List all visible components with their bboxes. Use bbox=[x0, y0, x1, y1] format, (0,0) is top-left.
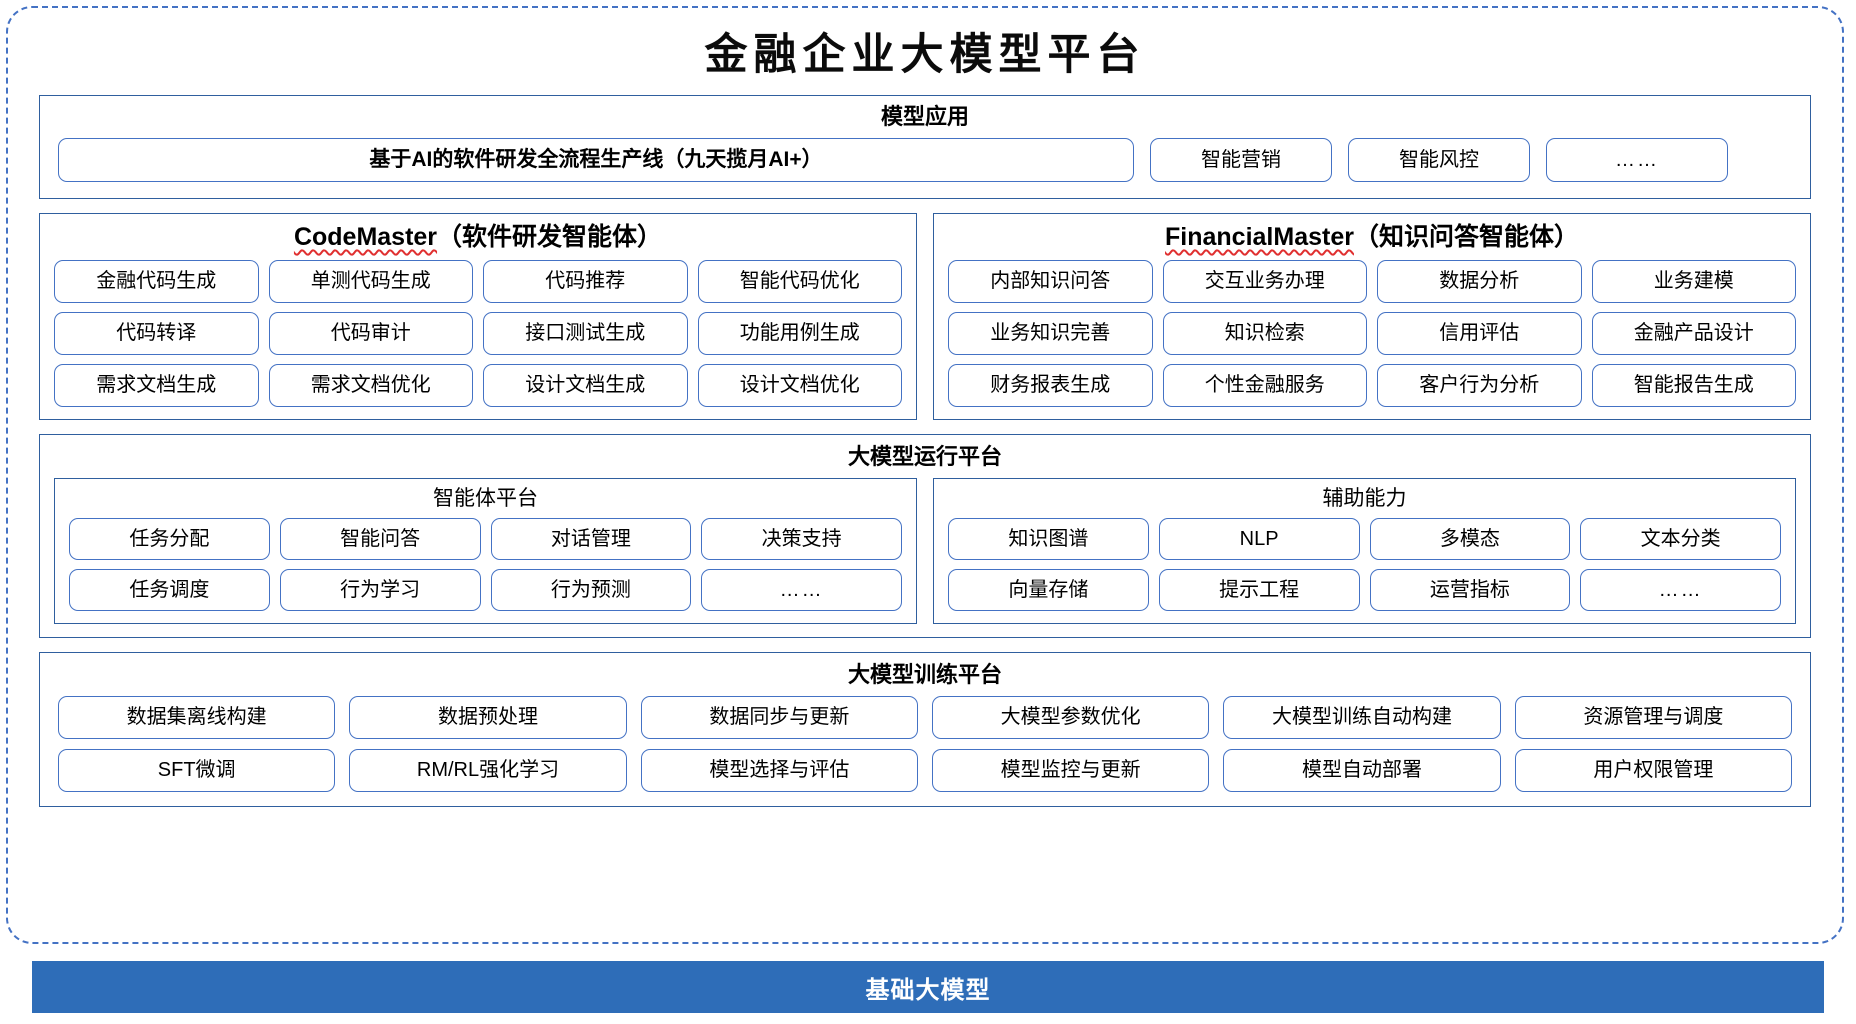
model-apps-row: 基于AI的软件研发全流程生产线（九天揽月AI+） 智能营销 智能风控 …… bbox=[40, 128, 1810, 182]
agent-platform-item[interactable]: 任务分配 bbox=[69, 517, 270, 560]
auxiliary-capability-subpanel: 辅助能力 知识图谱 NLP 多模态 文本分类 向量存储 提示工程 运营指标 …… bbox=[933, 477, 1796, 624]
runtime-platform-panel: 大模型运行平台 智能体平台 任务分配 智能问答 对话管理 决策支持 任务调度 行… bbox=[39, 433, 1811, 638]
auxiliary-capability-item[interactable]: 提示工程 bbox=[1158, 568, 1360, 611]
auxiliary-capability-item[interactable]: 向量存储 bbox=[948, 568, 1149, 611]
training-platform-panel: 大模型训练平台 数据集离线构建 数据预处理 数据同步与更新 大模型参数优化 大模… bbox=[39, 651, 1811, 807]
training-platform-item[interactable]: 模型监控与更新 bbox=[932, 748, 1210, 792]
auxiliary-capability-item-more[interactable]: …… bbox=[1580, 568, 1781, 611]
model-apps-item-marketing[interactable]: 智能营销 bbox=[1150, 138, 1332, 182]
agent-platform-item[interactable]: 行为学习 bbox=[279, 568, 481, 611]
foundation-model-label: 基础大模型 bbox=[865, 976, 991, 1004]
agent-platform-subpanel: 智能体平台 任务分配 智能问答 对话管理 决策支持 任务调度 行为学习 行为预测… bbox=[54, 477, 917, 624]
financial-master-title-cn: （知识问答智能体） bbox=[1353, 223, 1579, 251]
auxiliary-capability-title: 辅助能力 bbox=[1322, 486, 1407, 510]
code-master-title-en: CodeMaster bbox=[293, 223, 438, 251]
financial-master-item[interactable]: 信用评估 bbox=[1377, 311, 1582, 355]
agent-platform-item[interactable]: 决策支持 bbox=[701, 517, 902, 560]
code-master-items: 金融代码生成 单测代码生成 代码推荐 智能代码优化 代码转译 代码审计 接口测试… bbox=[54, 259, 902, 407]
financial-master-item[interactable]: 客户行为分析 bbox=[1377, 363, 1582, 407]
financial-master-item[interactable]: 内部知识问答 bbox=[948, 259, 1153, 303]
financial-master-item[interactable]: 业务建模 bbox=[1591, 259, 1796, 303]
agent-platform-item[interactable]: 行为预测 bbox=[490, 568, 692, 611]
financial-master-item[interactable]: 数据分析 bbox=[1377, 259, 1582, 303]
financial-master-item[interactable]: 个性金融服务 bbox=[1162, 363, 1367, 407]
financial-master-item[interactable]: 智能报告生成 bbox=[1591, 363, 1796, 407]
code-master-item[interactable]: 设计文档生成 bbox=[483, 363, 688, 407]
training-platform-item[interactable]: 模型选择与评估 bbox=[640, 748, 918, 792]
agent-platform-items: 任务分配 智能问答 对话管理 决策支持 任务调度 行为学习 行为预测 …… bbox=[69, 517, 902, 611]
model-apps-item-more[interactable]: …… bbox=[1546, 138, 1728, 182]
financial-master-item[interactable]: 业务知识完善 bbox=[948, 311, 1153, 355]
auxiliary-capability-item[interactable]: 运营指标 bbox=[1369, 568, 1571, 611]
page-title: 金融企业大模型平台 bbox=[704, 32, 1146, 79]
agent-platform-item[interactable]: 对话管理 bbox=[490, 517, 692, 560]
code-master-item[interactable]: 代码转译 bbox=[54, 311, 259, 355]
code-master-item[interactable]: 需求文档生成 bbox=[54, 363, 259, 407]
agent-platform-title: 智能体平台 bbox=[433, 486, 538, 510]
financial-master-item[interactable]: 金融产品设计 bbox=[1591, 311, 1796, 355]
model-apps-title: 模型应用 bbox=[880, 104, 969, 129]
model-apps-item-risk[interactable]: 智能风控 bbox=[1348, 138, 1530, 182]
code-master-item[interactable]: 代码审计 bbox=[268, 311, 473, 355]
financial-master-panel: FinancialMaster（知识问答智能体） 内部知识问答 交互业务办理 数… bbox=[933, 213, 1811, 420]
training-platform-item[interactable]: 大模型参数优化 bbox=[932, 695, 1210, 739]
code-master-item[interactable]: 代码推荐 bbox=[483, 259, 688, 303]
code-master-title: CodeMaster（软件研发智能体） bbox=[54, 223, 902, 252]
training-platform-item[interactable]: 模型自动部署 bbox=[1223, 748, 1501, 792]
auxiliary-capability-item[interactable]: 多模态 bbox=[1369, 517, 1571, 560]
runtime-platform-title: 大模型运行平台 bbox=[847, 443, 1002, 469]
training-platform-title: 大模型训练平台 bbox=[847, 661, 1002, 687]
code-master-item[interactable]: 金融代码生成 bbox=[54, 259, 259, 303]
code-master-item[interactable]: 单测代码生成 bbox=[268, 259, 473, 303]
training-platform-item[interactable]: RM/RL强化学习 bbox=[349, 748, 627, 792]
agent-platform-item-more[interactable]: …… bbox=[701, 568, 902, 611]
training-platform-item[interactable]: 资源管理与调度 bbox=[1514, 695, 1792, 739]
financial-master-title-en: FinancialMaster bbox=[1165, 223, 1354, 251]
model-apps-panel: 模型应用 基于AI的软件研发全流程生产线（九天揽月AI+） 智能营销 智能风控 … bbox=[39, 95, 1811, 199]
agent-platform-item[interactable]: 任务调度 bbox=[69, 568, 270, 611]
code-master-item[interactable]: 功能用例生成 bbox=[697, 311, 902, 355]
platform-diagram-frame: 金融企业大模型平台 模型应用 基于AI的软件研发全流程生产线（九天揽月AI+） … bbox=[6, 6, 1844, 944]
financial-master-title: FinancialMaster（知识问答智能体） bbox=[948, 223, 1796, 252]
code-master-title-cn: （软件研发智能体） bbox=[437, 223, 663, 251]
training-platform-items: 数据集离线构建 数据预处理 数据同步与更新 大模型参数优化 大模型训练自动构建 … bbox=[58, 695, 1792, 792]
training-platform-item[interactable]: SFT微调 bbox=[58, 748, 336, 792]
training-platform-item[interactable]: 大模型训练自动构建 bbox=[1223, 695, 1501, 739]
code-master-item[interactable]: 需求文档优化 bbox=[268, 363, 473, 407]
code-master-item[interactable]: 接口测试生成 bbox=[483, 311, 688, 355]
auxiliary-capability-items: 知识图谱 NLP 多模态 文本分类 向量存储 提示工程 运营指标 …… bbox=[948, 517, 1781, 611]
training-platform-item[interactable]: 数据预处理 bbox=[349, 695, 627, 739]
financial-master-item[interactable]: 知识检索 bbox=[1162, 311, 1367, 355]
financial-master-item[interactable]: 交互业务办理 bbox=[1162, 259, 1367, 303]
training-platform-item[interactable]: 数据同步与更新 bbox=[640, 695, 918, 739]
auxiliary-capability-item[interactable]: NLP bbox=[1158, 517, 1360, 560]
code-master-panel: CodeMaster（软件研发智能体） 金融代码生成 单测代码生成 代码推荐 智… bbox=[39, 213, 917, 420]
foundation-model-bar: 基础大模型 bbox=[32, 961, 1824, 1013]
model-apps-main-item[interactable]: 基于AI的软件研发全流程生产线（九天揽月AI+） bbox=[58, 138, 1134, 182]
code-master-item[interactable]: 设计文档优化 bbox=[697, 363, 902, 407]
training-platform-item[interactable]: 用户权限管理 bbox=[1514, 748, 1792, 792]
agent-platform-item[interactable]: 智能问答 bbox=[279, 517, 481, 560]
agents-row: CodeMaster（软件研发智能体） 金融代码生成 单测代码生成 代码推荐 智… bbox=[39, 213, 1811, 420]
auxiliary-capability-item[interactable]: 文本分类 bbox=[1580, 517, 1781, 560]
training-platform-item[interactable]: 数据集离线构建 bbox=[58, 695, 336, 739]
runtime-platform-columns: 智能体平台 任务分配 智能问答 对话管理 决策支持 任务调度 行为学习 行为预测… bbox=[54, 477, 1796, 624]
financial-master-items: 内部知识问答 交互业务办理 数据分析 业务建模 业务知识完善 知识检索 信用评估… bbox=[948, 259, 1796, 407]
code-master-item[interactable]: 智能代码优化 bbox=[697, 259, 902, 303]
financial-master-item[interactable]: 财务报表生成 bbox=[948, 363, 1153, 407]
auxiliary-capability-item[interactable]: 知识图谱 bbox=[948, 517, 1149, 560]
